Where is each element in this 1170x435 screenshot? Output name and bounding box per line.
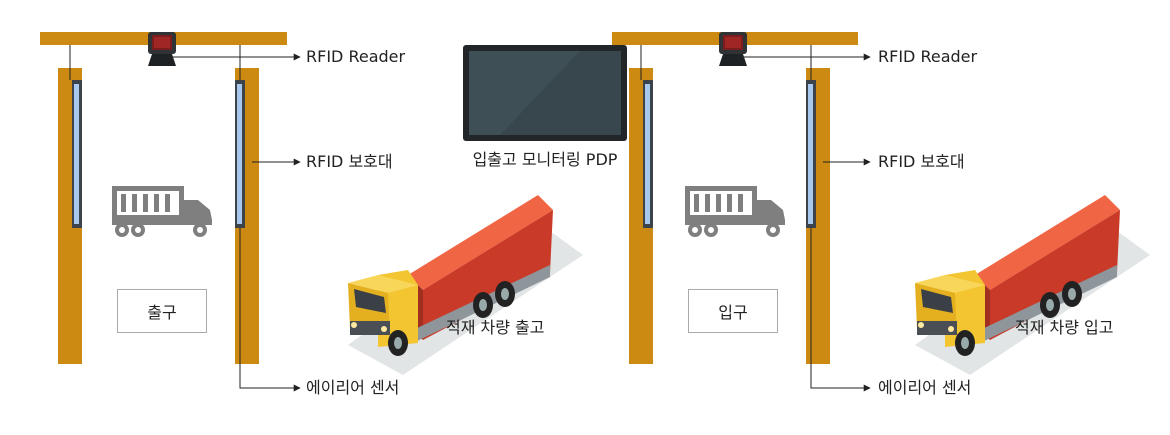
monitor-icon [463, 45, 627, 141]
label-rfid-guard-left: RFID 보호대 [306, 152, 393, 171]
label-rfid-guard-right: RFID 보호대 [878, 152, 965, 171]
rfid-reader-icon [719, 32, 747, 66]
label-rfid-reader-left: RFID Reader [306, 47, 406, 66]
exit-box: 출구 [117, 289, 207, 333]
label-area-sensor-right: 에이리어 센서 [878, 378, 972, 397]
entrance-gate [612, 32, 858, 364]
entrance-box: 입구 [688, 289, 778, 333]
exit-gate [40, 32, 287, 364]
label-truck-out: 적재 차량 출고 [446, 318, 545, 337]
outbound-truck [348, 195, 583, 375]
label-monitor: 입출고 모니터링 PDP [472, 150, 618, 169]
truck-icon [112, 186, 212, 237]
inbound-truck [915, 195, 1150, 375]
label-rfid-reader-right: RFID Reader [878, 47, 978, 66]
rfid-reader-icon [148, 32, 176, 66]
label-area-sensor-left: 에이리어 센서 [306, 378, 400, 397]
label-truck-in: 적재 차량 입고 [1015, 318, 1114, 337]
truck-icon [685, 186, 785, 237]
